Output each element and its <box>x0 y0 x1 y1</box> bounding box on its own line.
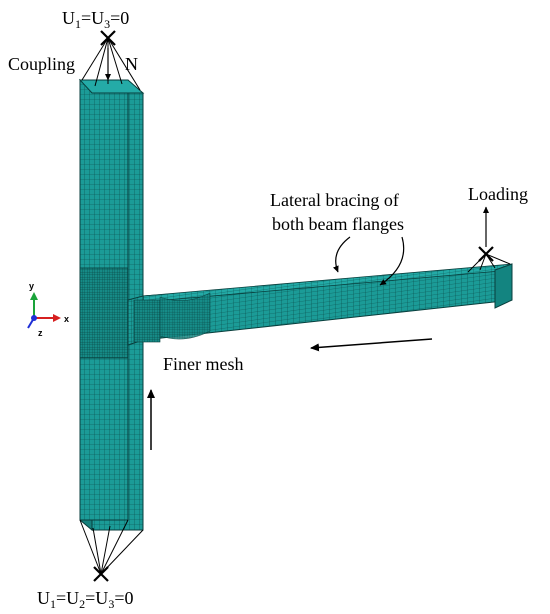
loading-point <box>467 206 511 273</box>
reduced-beam-section <box>159 292 211 340</box>
panel-zone-fine-mesh <box>79 267 129 359</box>
loading-reference-point-cross <box>478 246 494 262</box>
beam-connection-fine-mesh <box>133 299 161 343</box>
column <box>78 78 145 532</box>
top-coupling <box>81 30 141 91</box>
bottom-boundary-condition: U1=U2=U3=0 <box>37 588 133 611</box>
bottom-reference-point-cross <box>93 566 109 582</box>
coupling-label: Coupling <box>8 54 75 74</box>
axial-load-label: N <box>125 54 138 74</box>
beam-end-face <box>494 263 513 309</box>
axis-label-y: y <box>29 281 34 291</box>
finer-mesh-arrow-horizontal <box>310 338 433 352</box>
top-reference-point-cross <box>100 30 116 46</box>
axis-label-z: z <box>38 328 43 338</box>
bracing-leaders <box>332 236 405 286</box>
bracing-label-line1: Lateral bracing of <box>270 190 399 210</box>
bottom-coupling <box>79 519 144 582</box>
axis-label-x: x <box>64 314 69 324</box>
bracing-label-line2: both beam flanges <box>272 214 404 234</box>
top-boundary-condition: U1=U3=0 <box>62 8 129 31</box>
beam <box>127 263 513 346</box>
loading-label: Loading <box>468 184 528 204</box>
finer-mesh-label: Finer mesh <box>163 354 244 374</box>
coordinate-triad: y x z <box>27 281 69 338</box>
